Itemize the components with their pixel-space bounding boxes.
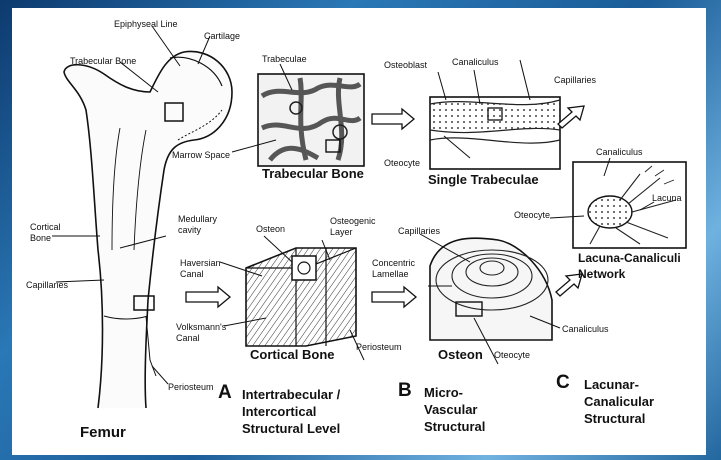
level-a-letter: A bbox=[218, 382, 232, 404]
label-trabecular-bone: Trabecular Bone bbox=[70, 56, 136, 66]
osteon-title: Osteon bbox=[438, 346, 483, 363]
osteon-panel bbox=[430, 238, 552, 340]
level-c-line1: Lacunar- bbox=[584, 376, 639, 393]
label-oteocyte-mid: Oteocyte bbox=[494, 350, 530, 360]
lacuna-canaliculi-title-2: Network bbox=[578, 266, 625, 283]
level-c-line2: Canalicular bbox=[584, 393, 654, 410]
cortical-bone-panel bbox=[246, 248, 356, 346]
label-cartilage: Cartilage bbox=[204, 31, 240, 41]
label-capillaries-top: Capillaries bbox=[554, 75, 596, 85]
single-trabeculae-title: Single Trabeculae bbox=[428, 171, 539, 188]
label-capillaries-left: Capillaries bbox=[26, 280, 68, 290]
label-concentric: Concentric bbox=[372, 258, 415, 268]
level-c-letter: C bbox=[556, 372, 570, 394]
label-canaliculus-top: Canaliculus bbox=[452, 57, 499, 67]
level-b-letter: B bbox=[398, 380, 412, 402]
lacuna-canaliculi-panel bbox=[573, 162, 686, 248]
label-osteogenic: Osteogenic bbox=[330, 216, 376, 226]
cortical-bone-title: Cortical Bone bbox=[250, 346, 335, 363]
label-oteocyte-top: Oteocyte bbox=[384, 158, 420, 168]
lacuna-canaliculi-title-1: Lacuna-Canaliculi bbox=[578, 250, 681, 267]
label-osteoblast: Osteoblast bbox=[384, 60, 427, 70]
level-b-line2: Vascular bbox=[424, 401, 478, 418]
trabecular-bone-title: Trabecular Bone bbox=[262, 165, 364, 182]
label-haversian-canal: Canal bbox=[180, 269, 204, 279]
level-c-line3: Structural bbox=[584, 410, 645, 427]
level-a-line1: Intertrabecular / bbox=[242, 386, 340, 403]
label-medullary: Medullary bbox=[178, 214, 217, 224]
level-a-line3: Structural Level bbox=[242, 420, 340, 437]
trabecular-bone-panel bbox=[258, 74, 364, 166]
label-cortical-bone: Bone bbox=[30, 233, 51, 243]
label-canaliculus-mid: Canaliculus bbox=[562, 324, 609, 334]
level-b-line3: Structural bbox=[424, 418, 485, 435]
level-a-line2: Intercortical bbox=[242, 403, 316, 420]
label-epiphyseal-line: Epiphyseal Line bbox=[114, 19, 178, 29]
femur-title: Femur bbox=[80, 424, 126, 441]
label-marrow-space: Marrow Space bbox=[172, 150, 230, 160]
single-trabeculae-panel bbox=[430, 97, 560, 169]
femur-illustration bbox=[64, 51, 232, 408]
label-haversian: Haversian bbox=[180, 258, 221, 268]
label-canaliculus-right: Canaliculus bbox=[596, 147, 643, 157]
label-concentric-lamellae: Lamellae bbox=[372, 269, 409, 279]
label-osteogenic-layer: Layer bbox=[330, 227, 353, 237]
label-medullary-cavity: cavity bbox=[178, 225, 201, 235]
label-oteocyte-right: Oteocyte bbox=[514, 210, 550, 220]
label-cortical: Cortical bbox=[30, 222, 61, 232]
label-osteon: Osteon bbox=[256, 224, 285, 234]
label-volkmann: Volksmann's bbox=[176, 322, 226, 332]
label-periosteum-mid: Periosteum bbox=[356, 342, 402, 352]
label-volkmann-canal: Canal bbox=[176, 333, 200, 343]
label-trabeculae: Trabeculae bbox=[262, 54, 307, 64]
label-lacuna: Lacuna bbox=[652, 193, 682, 203]
level-b-line1: Micro- bbox=[424, 384, 463, 401]
label-capillaries-mid: Capillaries bbox=[398, 226, 440, 236]
label-periosteum-left: Periosteum bbox=[168, 382, 214, 392]
